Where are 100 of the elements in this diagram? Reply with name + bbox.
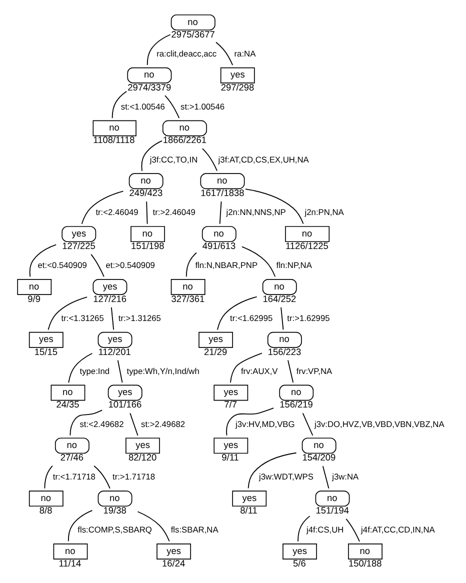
node-box: no	[262, 278, 297, 294]
node-box: no	[130, 226, 165, 242]
connector	[48, 296, 88, 330]
node-box: no	[92, 120, 136, 136]
node-box: yes	[220, 66, 255, 83]
edge-label: type:Ind	[80, 365, 110, 376]
node-box: no	[128, 172, 164, 189]
connector	[130, 412, 138, 436]
edge-label: j2n:NN,NNS,NP	[226, 206, 286, 217]
connector	[202, 148, 218, 171]
node-label: 297/298	[220, 82, 254, 92]
node-label: 327/361	[171, 293, 205, 304]
node-label: 82/120	[128, 452, 157, 462]
node-box: no	[162, 120, 207, 136]
edge-label: tr:<1.62995	[230, 312, 273, 322]
node-box: yes	[156, 543, 191, 559]
connector	[112, 90, 128, 118]
node-label: 1108/1118	[93, 134, 135, 145]
node-box: yes	[282, 543, 317, 559]
edge-label: tr:<1.31265	[61, 312, 104, 322]
edge-label: frv:AUX,V	[240, 365, 278, 376]
edge-label: st:>1.00546	[180, 100, 225, 111]
connector	[219, 200, 222, 224]
connector	[226, 407, 274, 436]
node-box: no	[28, 490, 64, 506]
node-label: 1617/1838	[200, 188, 244, 198]
edge-label: j3v:DO,HVZ,VB,VBD,VBN,VBZ,NA	[314, 418, 444, 428]
connector	[346, 518, 360, 542]
node-box: no	[54, 437, 90, 454]
node-box: yes	[232, 490, 267, 506]
node-label: 9/11	[222, 452, 239, 462]
edge-label: j3f:CC,TO,IN	[150, 154, 198, 164]
edge-label: st:<1.00546	[120, 100, 165, 111]
connector	[68, 352, 93, 383]
connector	[186, 252, 197, 277]
node-label: 21/29	[204, 346, 228, 356]
connector	[322, 465, 330, 488]
connector	[302, 412, 314, 436]
edge-label: ra:NA	[234, 48, 256, 58]
connector	[70, 409, 103, 436]
connector	[164, 94, 180, 118]
edge-label: tr:>1.71718	[112, 471, 156, 482]
node-box: yes	[214, 437, 248, 454]
connector	[141, 140, 162, 171]
edge-label: tr:<1.71718	[52, 471, 96, 482]
node-label: 8/8	[39, 505, 52, 516]
connector	[280, 306, 284, 330]
connector	[94, 464, 110, 488]
connector	[29, 244, 57, 277]
node-label: 2975/3677	[171, 28, 215, 39]
edge-label: j3w:WDT,WPS	[259, 471, 314, 482]
node-label: 151/198	[130, 240, 164, 251]
connector	[44, 464, 53, 488]
edge-label: fln:NP,NA	[276, 260, 312, 270]
node-label: 150/188	[348, 558, 382, 568]
connector	[110, 306, 114, 330]
connector	[216, 296, 258, 330]
node-box: yes	[108, 384, 142, 400]
connector	[298, 515, 310, 542]
node-label: 156/219	[280, 399, 313, 410]
node-label: 5/6	[293, 558, 306, 568]
edge-label: tr:>1.31265	[118, 312, 161, 322]
node-box: yes	[214, 384, 248, 400]
edge-label: j4f:CS,UH	[306, 524, 344, 534]
edge-label: j3f:AT,CD,CS,EX,UH,NA	[218, 154, 309, 164]
node-label: 9/9	[28, 293, 41, 304]
node-label: 7/7	[224, 399, 238, 410]
connector	[245, 188, 304, 224]
node-label: 11/14	[58, 558, 82, 568]
edge-label: et:<0.540909	[38, 260, 87, 270]
node-label: 154/209	[302, 452, 336, 462]
node-box: yes	[62, 226, 96, 242]
node-box: no	[202, 226, 236, 242]
edge-label: fln:N,NBAR,PNP	[195, 260, 258, 270]
edge-label: tr:<2.46049	[96, 206, 138, 217]
node-label: 1866/2261	[162, 134, 206, 145]
edge-label: fls:SBAR,NA	[170, 524, 218, 534]
node-box: yes	[98, 331, 132, 348]
node-box: no	[50, 384, 86, 400]
node-box: yes	[198, 331, 233, 348]
node-box: no	[98, 490, 132, 506]
node-label: 249/423	[129, 188, 163, 198]
node-box: yes	[126, 437, 160, 454]
node-label: 1126/1225	[285, 240, 328, 251]
node-label: 2974/3379	[128, 82, 172, 92]
node-box: no	[170, 14, 216, 30]
node-box: no	[17, 278, 52, 294]
connector	[137, 510, 170, 542]
node-label: 15/15	[34, 346, 58, 356]
edge-label: frv:VP,NA	[296, 365, 332, 376]
edge-label: ra:clit,deacc,acc	[156, 48, 217, 58]
node-label: 112/201	[98, 346, 131, 356]
edge-label: et:>0.540909	[106, 260, 155, 270]
node-box: no	[348, 543, 382, 559]
node-box: yes	[92, 278, 128, 294]
edge-label: type:Wh,Y/n,Ind/wh	[126, 365, 200, 376]
node-label: 16/24	[162, 558, 186, 568]
node-label: 151/194	[316, 505, 350, 516]
node-label: 27/46	[60, 452, 84, 462]
node-label: 164/252	[262, 293, 296, 304]
